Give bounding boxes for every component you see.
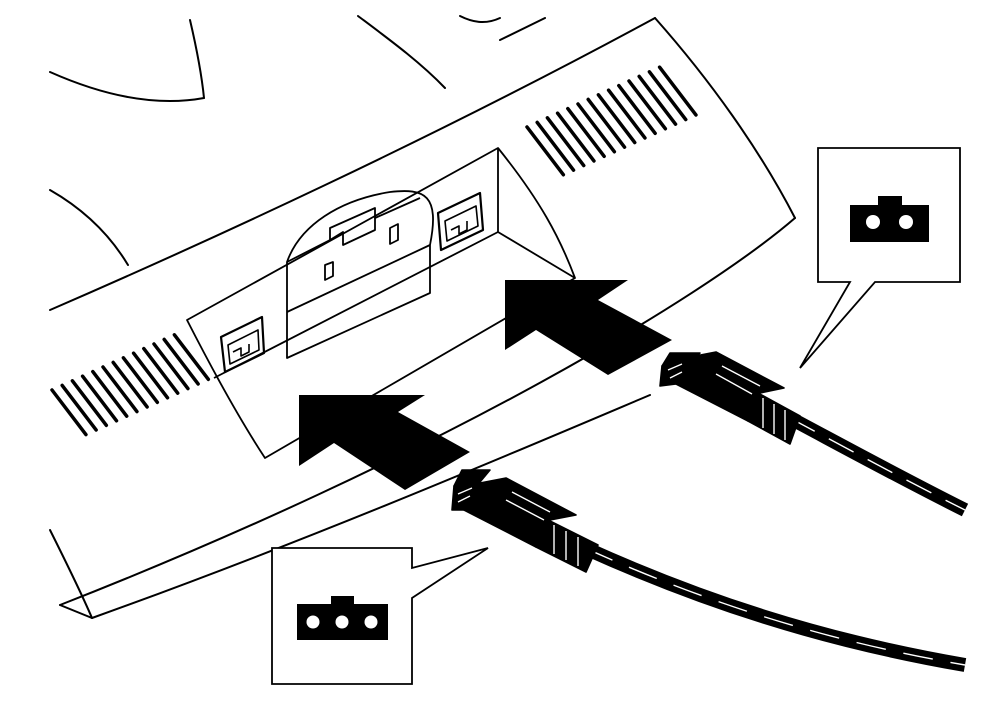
vent-slat xyxy=(606,88,647,140)
body-right-edge xyxy=(654,17,796,219)
vent-slat xyxy=(637,74,678,126)
lid-detail xyxy=(459,15,501,24)
vent-slat xyxy=(101,365,139,414)
vent-slat xyxy=(121,356,160,405)
body-bottom-edge xyxy=(91,394,651,619)
vent-slat xyxy=(50,388,88,437)
lid-edge-left xyxy=(189,19,205,99)
vent-slat xyxy=(525,125,566,177)
lid-edge-right xyxy=(499,17,546,41)
jack-left xyxy=(219,315,266,374)
vent-slat xyxy=(131,351,170,400)
printer-body xyxy=(49,15,796,619)
vent-slat xyxy=(80,374,119,423)
body-left-lower xyxy=(49,529,93,619)
panel-inner-corner xyxy=(497,148,576,279)
vent-slat xyxy=(617,83,657,136)
access-cover-seam xyxy=(286,244,431,313)
lower-insert-arrow xyxy=(299,395,470,490)
upper-insert-arrow xyxy=(505,280,672,375)
body-bottom-corner xyxy=(59,604,93,619)
cover-slot-left xyxy=(324,261,334,281)
access-cover xyxy=(286,190,434,359)
access-cover-tab-inner xyxy=(329,218,376,246)
three-pin-connector-icon xyxy=(297,596,388,640)
jack-right xyxy=(436,191,485,252)
body-side-line xyxy=(49,189,129,266)
vent-slat xyxy=(576,102,617,154)
plug-lower xyxy=(451,469,599,573)
vent-slat xyxy=(91,369,129,418)
vent-slat xyxy=(566,106,606,159)
vent-slat xyxy=(586,97,627,149)
vent-slat xyxy=(596,93,637,145)
plug-upper xyxy=(659,351,801,445)
vent-slat xyxy=(142,346,180,395)
vent-slat xyxy=(657,65,698,117)
rear-connector-panel xyxy=(186,147,576,459)
lid-edge-middle xyxy=(357,15,446,89)
cover-slot-right xyxy=(389,223,399,245)
vent-slat xyxy=(60,383,98,432)
callout-three-pin xyxy=(271,547,489,685)
body-front-edge xyxy=(59,217,796,606)
vent-grille-left xyxy=(50,333,211,437)
access-cover-tab xyxy=(286,197,421,263)
vent-slat xyxy=(545,116,586,168)
vent-slat xyxy=(152,342,190,391)
callout-two-pin xyxy=(799,147,961,369)
vent-slat xyxy=(162,337,200,386)
cable-upper xyxy=(786,411,969,517)
body-top-edge xyxy=(49,17,656,311)
cable-lower xyxy=(582,541,967,672)
vent-slat xyxy=(647,70,688,122)
lid-curve-left xyxy=(49,71,205,103)
two-pin-connector-icon xyxy=(850,196,929,242)
vent-slat xyxy=(172,333,211,382)
vent-slat xyxy=(70,379,109,428)
vent-slat xyxy=(627,79,668,131)
callout-box-two-pin xyxy=(799,147,961,369)
vent-grille-right xyxy=(525,65,698,177)
vent-slat xyxy=(111,360,149,409)
vent-slat xyxy=(535,120,576,172)
vent-slat xyxy=(555,111,596,163)
